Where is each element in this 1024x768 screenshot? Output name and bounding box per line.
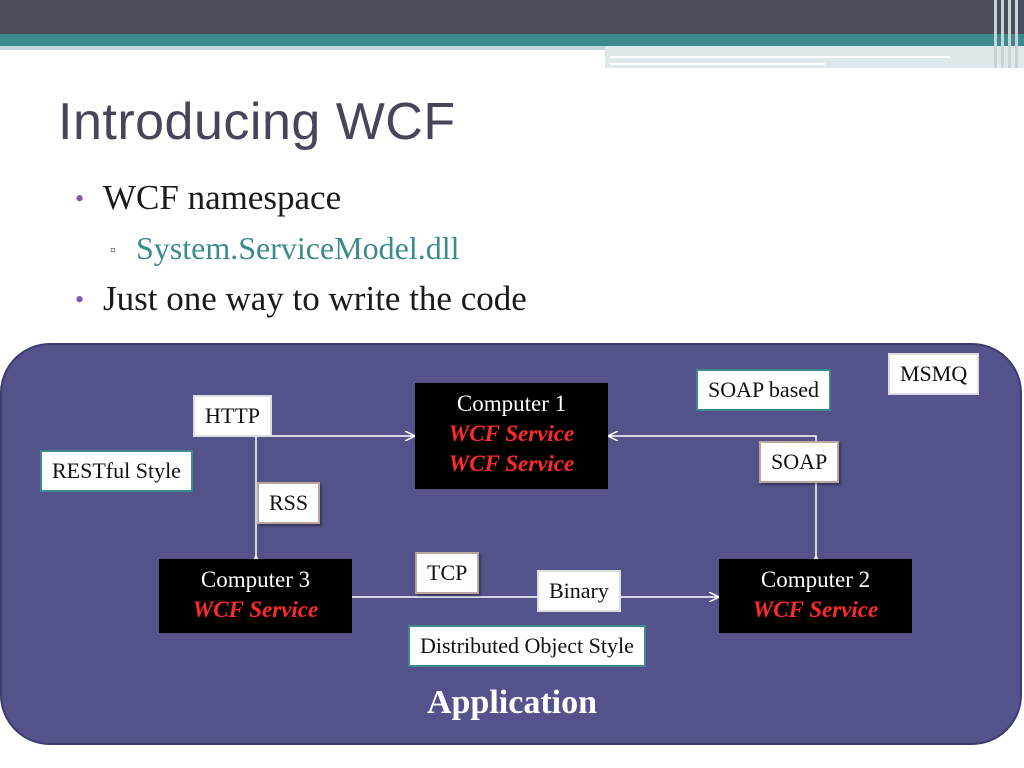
soap-label: SOAP bbox=[759, 441, 840, 483]
bullet-text: WCF namespace bbox=[103, 178, 342, 217]
slide-title: Introducing WCF bbox=[58, 93, 456, 151]
soap-based-label: SOAP based bbox=[696, 369, 832, 411]
square-bullet-icon: ▫ bbox=[110, 242, 116, 259]
msmq-label: MSMQ bbox=[888, 353, 980, 395]
service-label: WCF Service bbox=[752, 597, 879, 622]
computer-3-box: Computer 3 WCF Service bbox=[159, 559, 352, 633]
restful-style-label: RESTful Style bbox=[40, 450, 193, 492]
application-label: Application bbox=[426, 684, 598, 721]
sub-bullet-item: ▫ System.ServiceModel.dll bbox=[110, 230, 460, 267]
tcp-label: TCP bbox=[415, 552, 480, 594]
rss-label: RSS bbox=[257, 482, 321, 524]
header-bar bbox=[0, 0, 1024, 34]
computer-name: Computer 2 bbox=[760, 567, 871, 592]
bullet-item: • WCF namespace bbox=[75, 178, 342, 218]
header-accent-stripe bbox=[0, 34, 1024, 46]
bullet-dot-icon: • bbox=[75, 184, 85, 213]
header-vertical-stripes bbox=[990, 0, 1024, 68]
sub-bullet-text: System.ServiceModel.dll bbox=[136, 230, 460, 266]
http-label: HTTP bbox=[193, 395, 272, 437]
header-decor-line bbox=[610, 56, 950, 58]
computer-name: Computer 3 bbox=[200, 567, 311, 592]
bullet-text: Just one way to write the code bbox=[103, 279, 527, 318]
soap-connector bbox=[609, 436, 816, 557]
bullet-item: • Just one way to write the code bbox=[75, 279, 527, 319]
computer-1-box: Computer 1 WCF Service WCF Service bbox=[415, 383, 608, 489]
service-label: WCF Service bbox=[448, 421, 575, 446]
binary-label: Binary bbox=[537, 570, 621, 612]
header-light-stripe bbox=[0, 46, 1024, 50]
distributed-object-style-label: Distributed Object Style bbox=[408, 625, 646, 667]
computer-2-box: Computer 2 WCF Service bbox=[719, 559, 912, 633]
service-label: WCF Service bbox=[448, 451, 575, 476]
header-decor-line bbox=[610, 63, 825, 65]
service-label: WCF Service bbox=[192, 597, 319, 622]
computer-name: Computer 1 bbox=[456, 391, 567, 416]
bullet-dot-icon: • bbox=[75, 285, 85, 314]
